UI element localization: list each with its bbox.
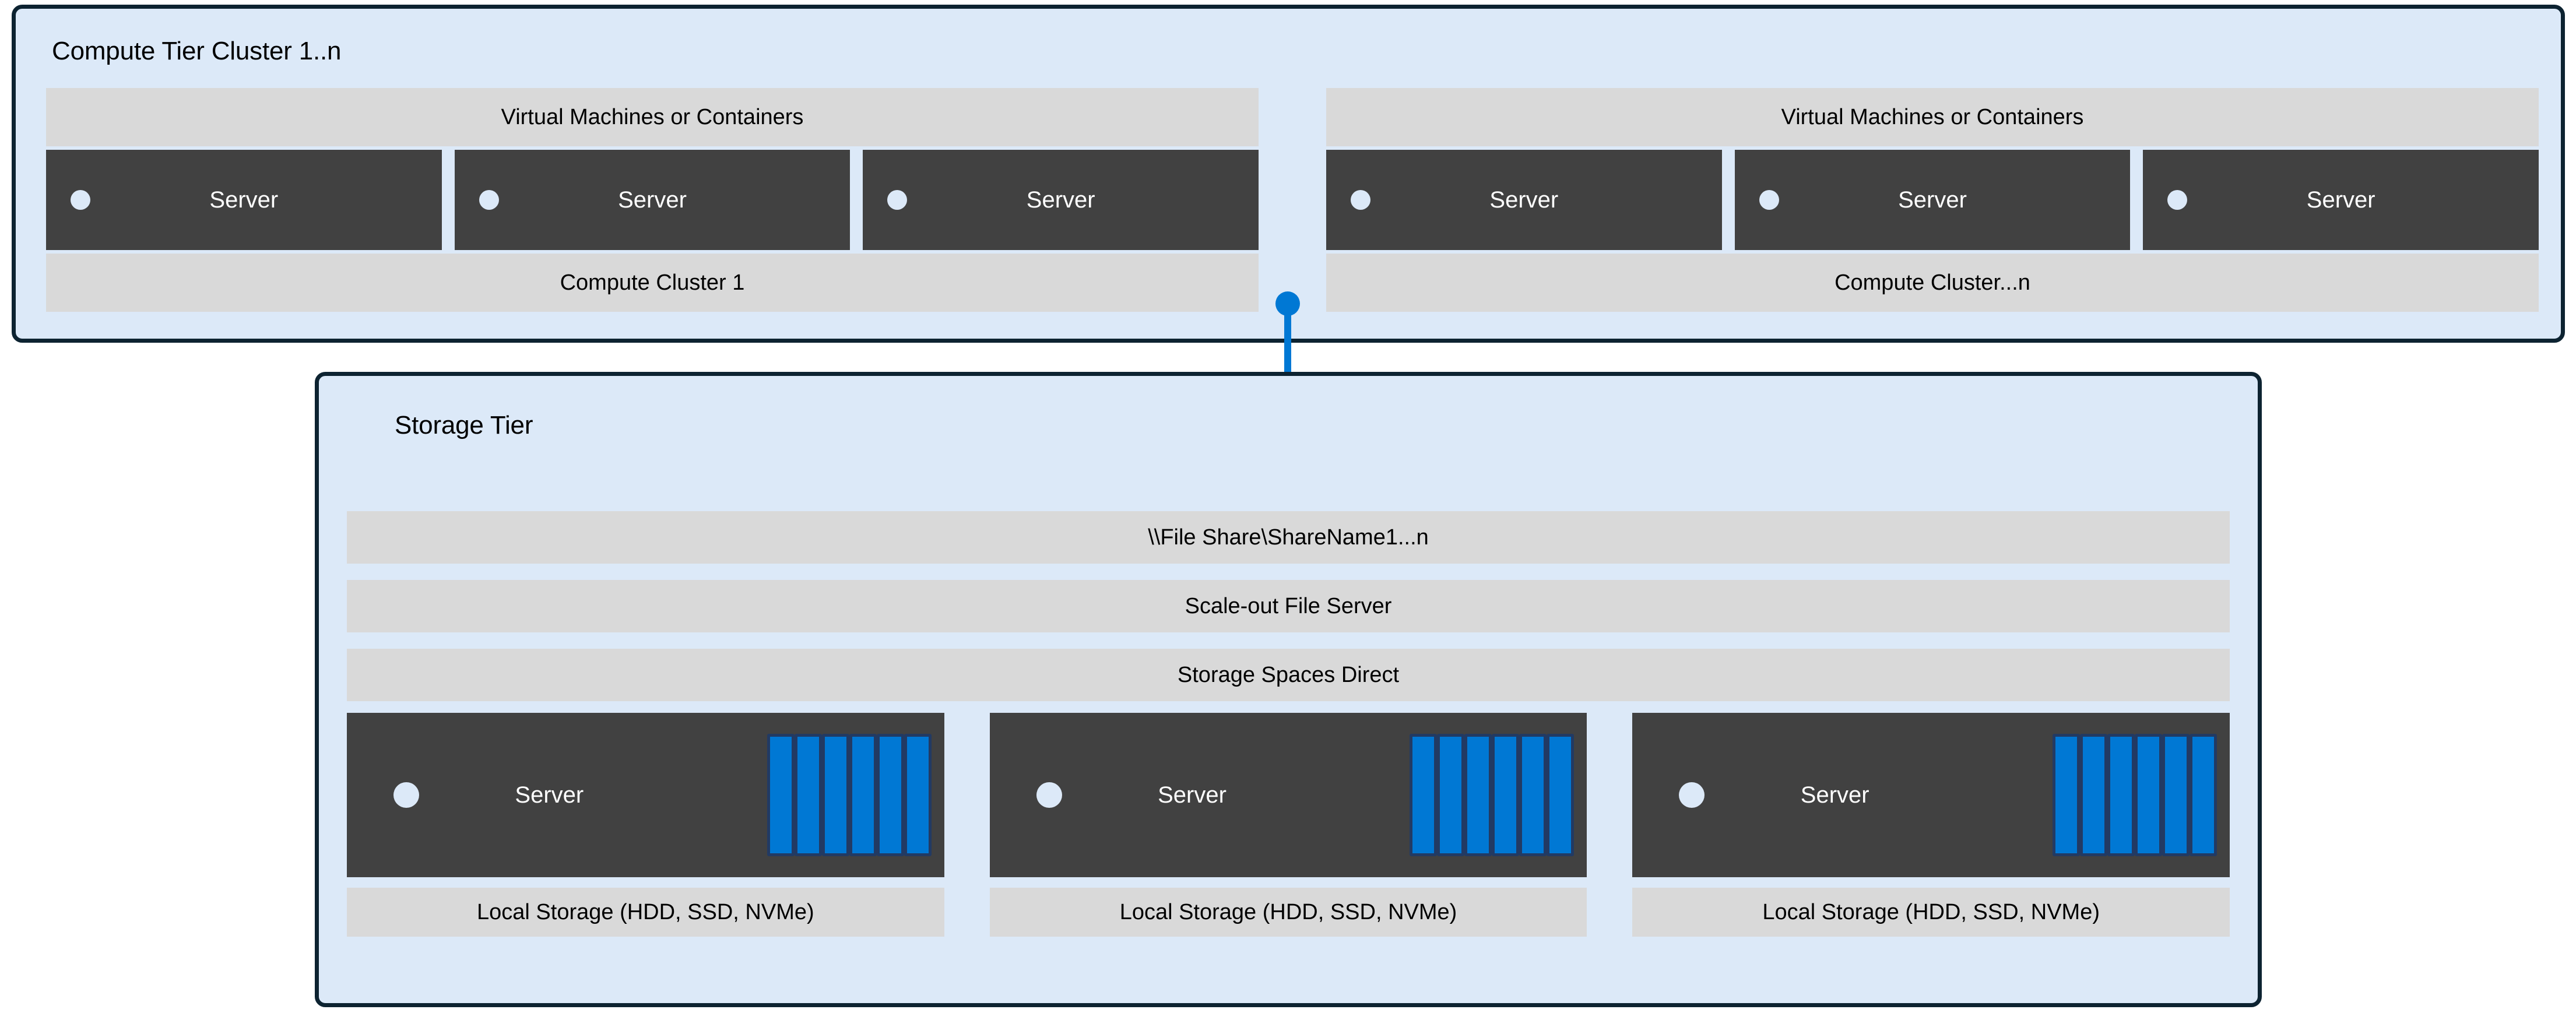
compute-cluster-n: Virtual Machines or Containers Server Se… bbox=[1326, 88, 2539, 312]
disk-icon bbox=[1519, 734, 1547, 856]
disk-icon bbox=[904, 734, 932, 856]
disk-icon bbox=[2053, 734, 2081, 856]
disk-icon bbox=[876, 734, 904, 856]
compute-tier-panel: Compute Tier Cluster 1..n Virtual Machin… bbox=[12, 5, 2565, 343]
status-led-icon bbox=[1679, 782, 1705, 808]
compute-server-card[interactable]: Server bbox=[1326, 150, 1722, 250]
storage-node: Server Local Storage (HDD, SSD, NVMe) bbox=[347, 713, 944, 952]
storage-spaces-direct-band: Storage Spaces Direct bbox=[347, 649, 2230, 701]
cluster-n-workload-band: Virtual Machines or Containers bbox=[1326, 88, 2539, 146]
disk-bay bbox=[1410, 734, 1575, 856]
storage-server-card[interactable]: Server bbox=[989, 713, 1587, 877]
disk-icon bbox=[2080, 734, 2108, 856]
disk-icon bbox=[1547, 734, 1575, 856]
cluster-1-name-band: Compute Cluster 1 bbox=[46, 254, 1259, 312]
disk-icon bbox=[2135, 734, 2163, 856]
status-led-icon bbox=[71, 190, 90, 210]
cluster-n-name-band: Compute Cluster...n bbox=[1326, 254, 2539, 312]
server-label: Server bbox=[1026, 187, 1095, 213]
cluster-1-workload-band: Virtual Machines or Containers bbox=[46, 88, 1259, 146]
status-led-icon bbox=[2167, 190, 2188, 210]
server-label: Server bbox=[1158, 782, 1227, 808]
server-label: Server bbox=[1489, 187, 1559, 213]
local-storage-label: Local Storage (HDD, SSD, NVMe) bbox=[1632, 888, 2230, 937]
disk-icon bbox=[2162, 734, 2190, 856]
server-label: Server bbox=[1800, 782, 1869, 808]
storage-node: Server Local Storage (HDD, SSD, NVMe) bbox=[1632, 713, 2230, 952]
storage-server-card[interactable]: Server bbox=[347, 713, 944, 877]
disk-icon bbox=[767, 734, 795, 856]
status-led-icon bbox=[1759, 190, 1779, 210]
status-led-icon bbox=[887, 190, 908, 210]
disk-icon bbox=[794, 734, 822, 856]
disk-icon bbox=[821, 734, 849, 856]
storage-node: Server Local Storage (HDD, SSD, NVMe) bbox=[989, 713, 1587, 952]
status-led-icon bbox=[1036, 782, 1062, 808]
local-storage-label: Local Storage (HDD, SSD, NVMe) bbox=[347, 888, 944, 937]
compute-server-card[interactable]: Server bbox=[46, 150, 442, 250]
disk-icon bbox=[2190, 734, 2217, 856]
compute-server-card[interactable]: Server bbox=[2143, 150, 2539, 250]
compute-server-card[interactable]: Server bbox=[454, 150, 851, 250]
disk-icon bbox=[2107, 734, 2135, 856]
local-storage-label: Local Storage (HDD, SSD, NVMe) bbox=[989, 888, 1587, 937]
server-label: Server bbox=[209, 187, 279, 213]
disk-icon bbox=[1492, 734, 1520, 856]
compute-server-card[interactable]: Server bbox=[863, 150, 1259, 250]
storage-tier-panel: Storage Tier \\File Share\ShareName1...n… bbox=[315, 372, 2262, 1007]
disk-icon bbox=[849, 734, 877, 856]
disk-bay bbox=[767, 734, 932, 856]
compute-tier-title: Compute Tier Cluster 1..n bbox=[52, 37, 342, 65]
compute-server-card[interactable]: Server bbox=[1734, 150, 2131, 250]
file-share-band: \\File Share\ShareName1...n bbox=[347, 511, 2230, 564]
status-led-icon bbox=[479, 190, 499, 210]
server-label: Server bbox=[618, 187, 687, 213]
cluster-1-server-row: Server Server Server bbox=[46, 150, 1259, 250]
scale-out-file-server-band: Scale-out File Server bbox=[347, 580, 2230, 632]
storage-tier-title: Storage Tier bbox=[395, 411, 533, 439]
disk-bay bbox=[2053, 734, 2217, 856]
storage-node-row: Server Local Storage (HDD, SSD, NVMe) Se… bbox=[347, 713, 2230, 952]
server-label: Server bbox=[2306, 187, 2375, 213]
status-led-icon bbox=[393, 782, 419, 808]
cluster-n-server-row: Server Server Server bbox=[1326, 150, 2539, 250]
status-led-icon bbox=[1351, 190, 1370, 210]
disk-icon bbox=[1464, 734, 1492, 856]
server-label: Server bbox=[515, 782, 584, 808]
storage-server-card[interactable]: Server bbox=[1632, 713, 2230, 877]
compute-cluster-1: Virtual Machines or Containers Server Se… bbox=[46, 88, 1259, 312]
disk-icon bbox=[1410, 734, 1438, 856]
disk-icon bbox=[1437, 734, 1465, 856]
server-label: Server bbox=[1898, 187, 1967, 213]
